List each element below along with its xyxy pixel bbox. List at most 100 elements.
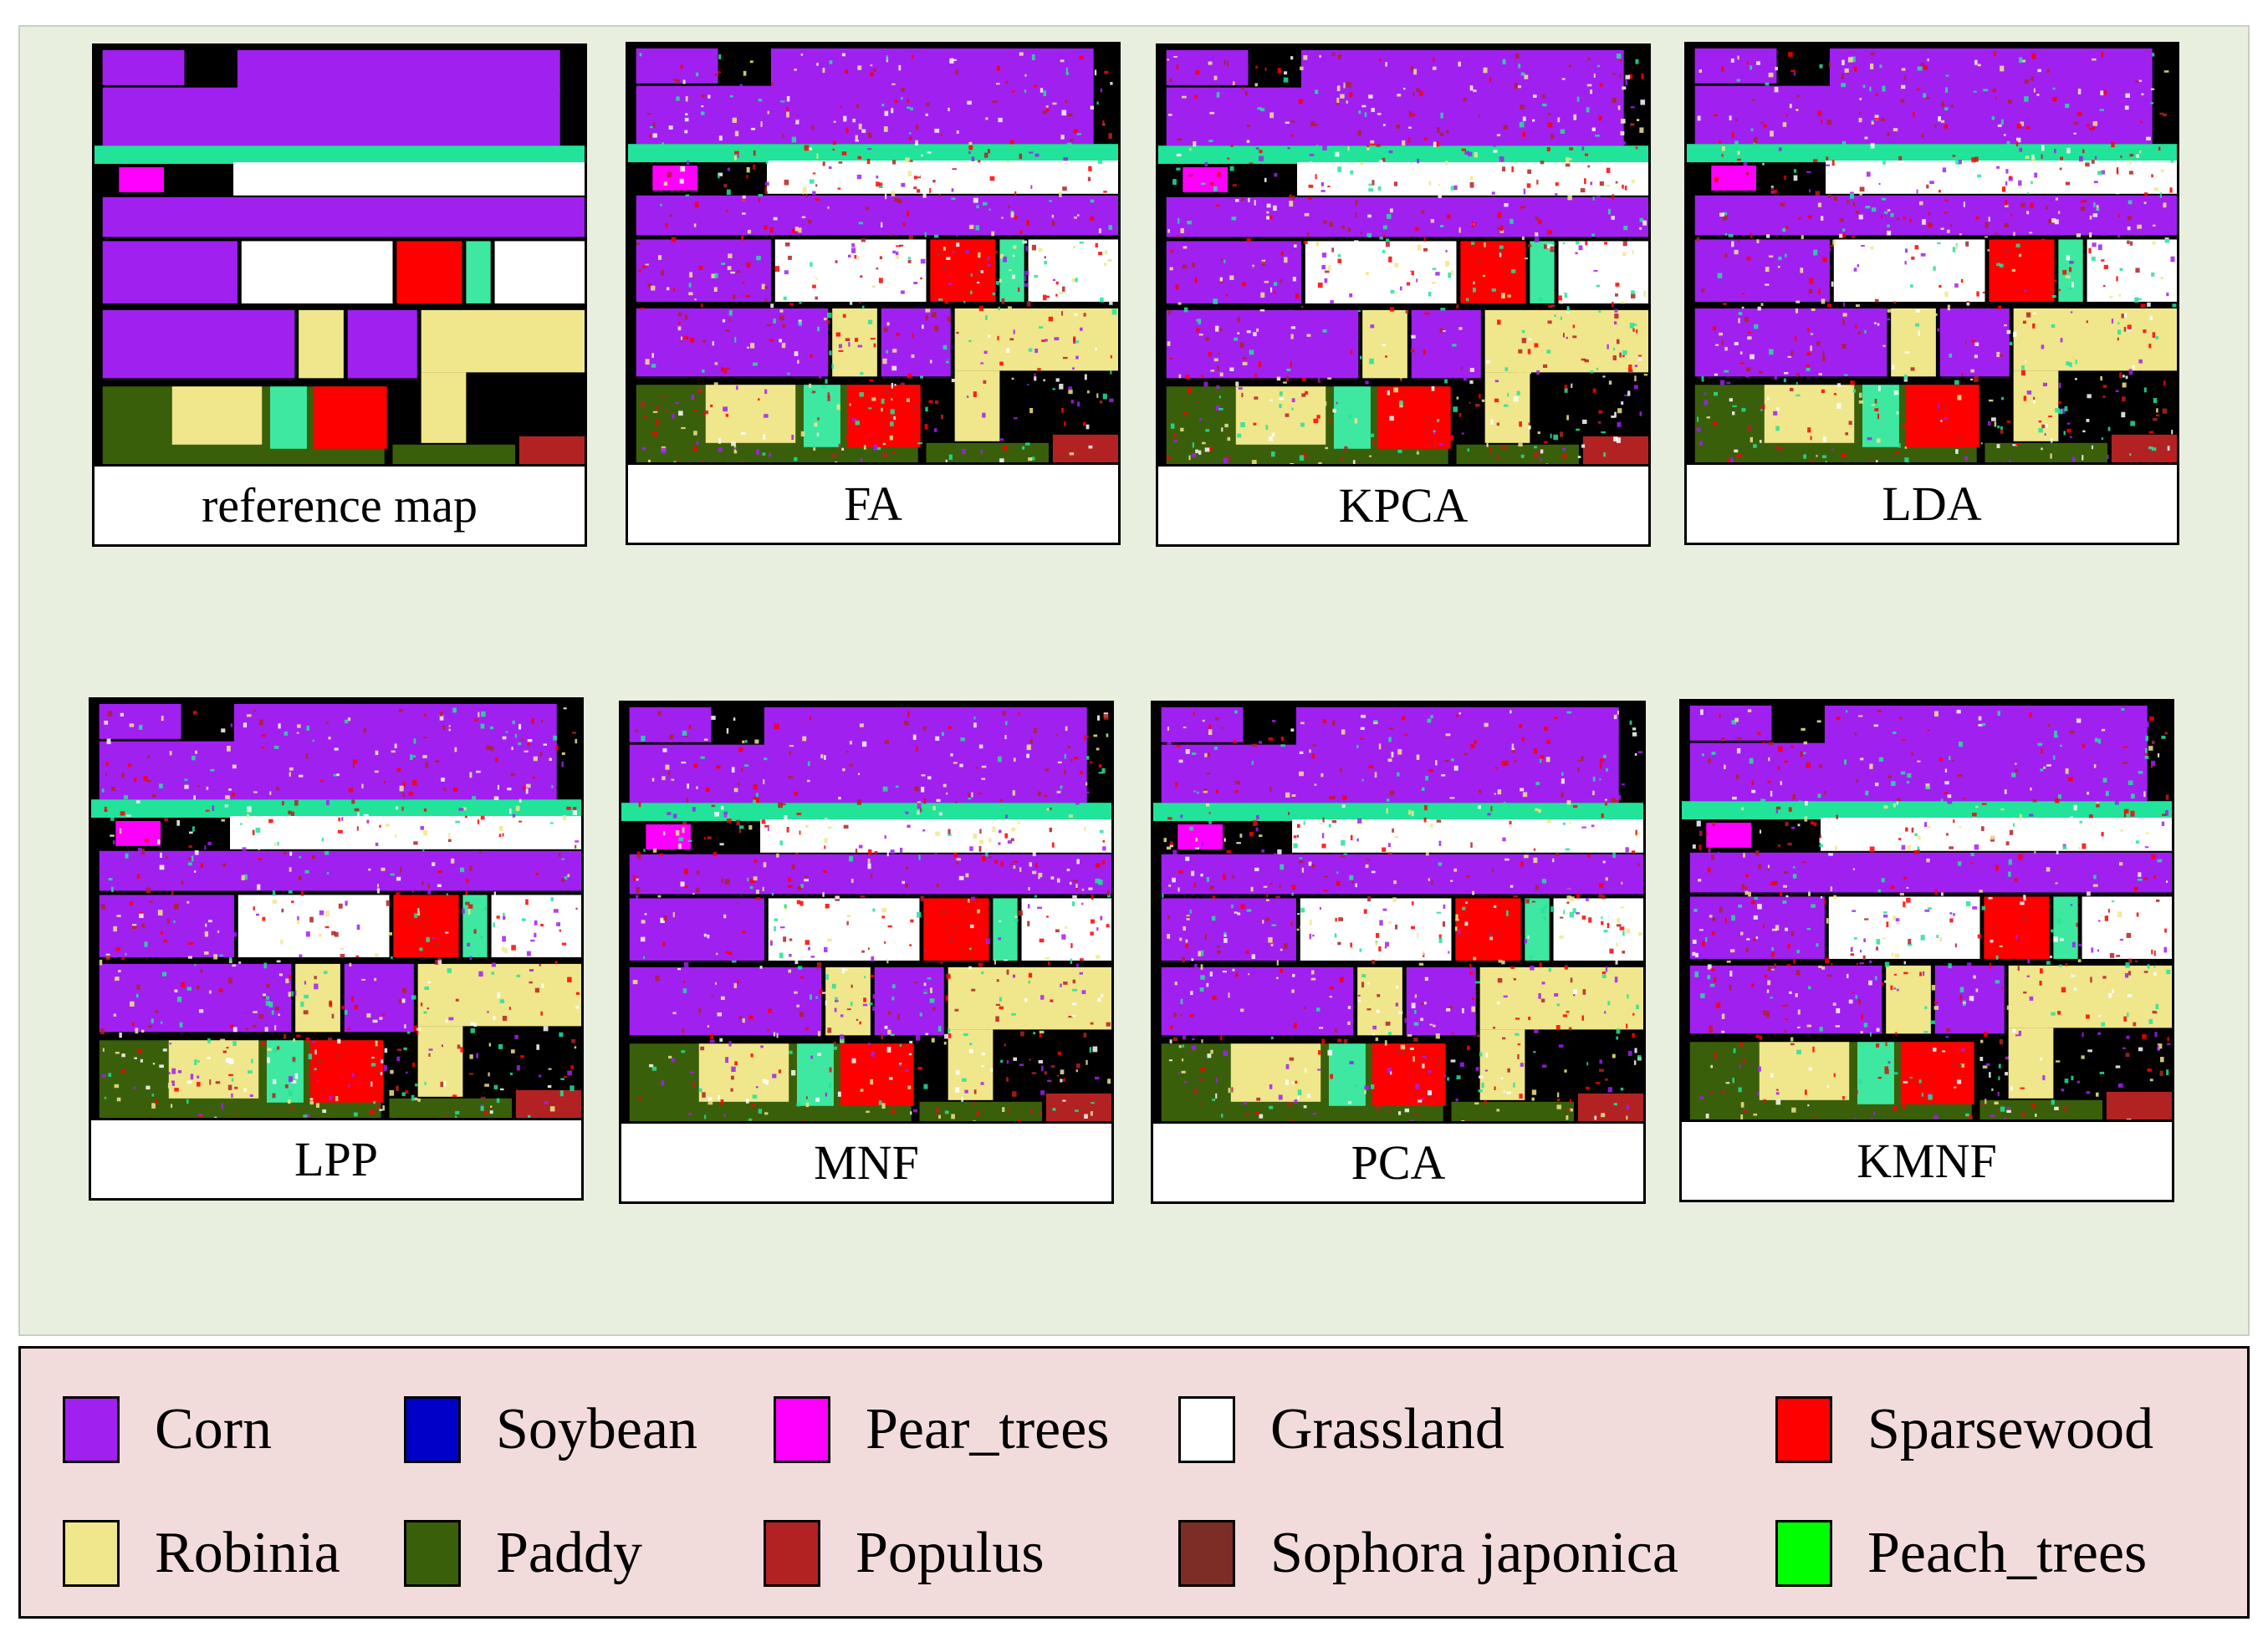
- map-noise-pixel: [2094, 156, 2097, 160]
- map-noise-pixel: [529, 969, 534, 972]
- map-noise-pixel: [1055, 734, 1058, 737]
- map-noise-pixel: [170, 1104, 173, 1109]
- map-noise-pixel: [171, 812, 173, 815]
- map-noise-pixel: [1524, 74, 1529, 79]
- map-noise-pixel: [636, 854, 641, 859]
- map-noise-pixel: [1491, 776, 1494, 782]
- map-noise-pixel: [641, 446, 646, 451]
- map-noise-pixel: [1072, 895, 1077, 899]
- map-noise-pixel: [922, 192, 927, 198]
- map-region-corn: [1300, 49, 1624, 92]
- map-noise-pixel: [837, 1091, 841, 1097]
- map-noise-pixel: [1287, 1102, 1293, 1107]
- map-noise-pixel: [1627, 390, 1631, 396]
- map-noise-pixel: [381, 867, 386, 871]
- map-noise-pixel: [1613, 321, 1617, 325]
- map-noise-pixel: [810, 125, 815, 130]
- map-noise-pixel: [679, 178, 684, 184]
- map-noise-pixel: [1354, 240, 1359, 246]
- map-noise-pixel: [134, 778, 137, 783]
- map-noise-pixel: [905, 866, 909, 870]
- map-noise-pixel: [1532, 119, 1535, 122]
- map-noise-pixel: [948, 283, 952, 286]
- map-noise-pixel: [455, 1110, 460, 1114]
- map-noise-pixel: [759, 875, 763, 880]
- map-noise-pixel: [891, 1109, 895, 1114]
- map-noise-pixel: [1941, 101, 1945, 108]
- map-noise-pixel: [414, 1097, 418, 1100]
- map-noise-pixel: [769, 147, 773, 150]
- map-noise-pixel: [309, 1098, 314, 1101]
- map-noise-pixel: [380, 1072, 383, 1075]
- map-noise-pixel: [833, 1046, 838, 1050]
- map-noise-pixel: [488, 1043, 492, 1047]
- map-noise-pixel: [809, 179, 815, 184]
- map-noise-pixel: [891, 984, 896, 989]
- map-noise-pixel: [1336, 97, 1340, 104]
- map-noise-pixel: [1039, 1030, 1045, 1034]
- map-noise-pixel: [929, 998, 935, 1003]
- map-noise-pixel: [891, 997, 895, 1001]
- map-noise-pixel: [1242, 87, 1244, 90]
- map-noise-pixel: [2148, 343, 2152, 349]
- map-noise-pixel: [184, 784, 189, 789]
- map-noise-pixel: [250, 1080, 254, 1084]
- map-noise-pixel: [1172, 159, 1177, 163]
- map-noise-pixel: [774, 900, 778, 905]
- map-noise-pixel: [886, 55, 888, 61]
- map-noise-pixel: [334, 747, 339, 751]
- map-noise-pixel: [1622, 86, 1627, 90]
- map-noise-pixel: [804, 879, 809, 882]
- map-noise-pixel: [292, 1061, 297, 1063]
- map-noise-pixel: [1795, 308, 1799, 314]
- map-noise-pixel: [1028, 348, 1033, 352]
- map-noise-pixel: [907, 737, 912, 743]
- map-noise-pixel: [682, 1028, 685, 1033]
- map-noise-pixel: [1062, 1099, 1066, 1102]
- map-noise-pixel: [916, 746, 918, 752]
- map-region-corn: [99, 741, 557, 800]
- map-noise-pixel: [1723, 303, 1727, 306]
- map-noise-pixel: [1393, 181, 1398, 186]
- map-noise-pixel: [1089, 761, 1093, 763]
- map-noise-pixel: [727, 367, 730, 370]
- map-noise-pixel: [416, 1028, 421, 1031]
- map-noise-pixel: [1416, 278, 1418, 283]
- map-noise-pixel: [1273, 291, 1276, 294]
- map-noise-pixel: [284, 731, 289, 736]
- map-noise-pixel: [2136, 154, 2139, 158]
- map-noise-pixel: [1871, 120, 1874, 123]
- map-noise-pixel: [1739, 362, 1744, 365]
- map-noise-pixel: [882, 442, 886, 446]
- map-noise-pixel: [1527, 169, 1532, 174]
- map-noise-pixel: [1398, 1111, 1402, 1115]
- map-noise-pixel: [1280, 948, 1283, 951]
- map-noise-pixel: [895, 251, 899, 256]
- map-noise-pixel: [1952, 247, 1956, 252]
- map-noise-pixel: [1440, 308, 1446, 311]
- map-noise-pixel: [1359, 355, 1362, 360]
- map-noise-pixel: [1808, 288, 1812, 294]
- map-noise-pixel: [1323, 400, 1327, 406]
- map-noise-pixel: [1732, 411, 1735, 416]
- map-noise-pixel: [435, 760, 440, 762]
- map-noise-pixel: [1259, 834, 1263, 838]
- map-noise-pixel: [872, 1094, 876, 1096]
- map-noise-pixel: [184, 778, 188, 782]
- map-noise-pixel: [1046, 808, 1050, 811]
- map-noise-pixel: [111, 886, 114, 893]
- map-noise-pixel: [1923, 93, 1927, 98]
- map-noise-pixel: [131, 926, 137, 929]
- map-noise-pixel: [802, 736, 807, 742]
- map-noise-pixel: [1013, 1057, 1017, 1061]
- map-noise-pixel: [908, 136, 912, 140]
- map-noise-pixel: [2065, 103, 2070, 109]
- map-noise-pixel: [388, 932, 392, 936]
- map-noise-pixel: [711, 273, 716, 278]
- map-noise-pixel: [876, 446, 881, 451]
- map-noise-pixel: [197, 1075, 200, 1079]
- map-noise-pixel: [1393, 387, 1398, 393]
- map-noise-pixel: [1928, 205, 1933, 208]
- map-noise-pixel: [1034, 348, 1039, 354]
- map-noise-pixel: [1469, 368, 1474, 372]
